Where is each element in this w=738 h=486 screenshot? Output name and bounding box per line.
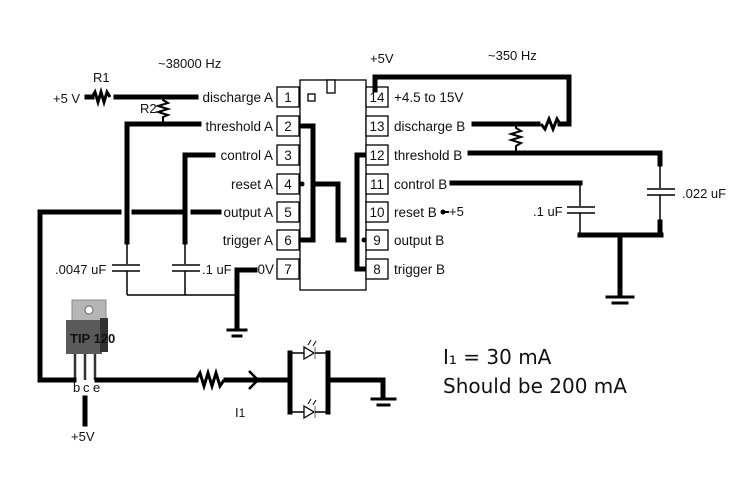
- pin-number: 10: [369, 205, 384, 220]
- pin-a-1: 1 discharge A: [202, 86, 300, 108]
- pin-number: 3: [284, 148, 292, 163]
- pin-number: 12: [369, 148, 384, 163]
- cap-control-b-label: .1 uF: [533, 204, 563, 219]
- pin-b-11: 11 control B: [365, 173, 447, 195]
- pin-number: 5: [284, 205, 292, 220]
- led-driver-wiring: +5V I1: [37, 339, 397, 444]
- timer-a-wiring: .0047 uF .1 uF: [37, 86, 367, 383]
- reset-b-supply-label: +5: [449, 204, 464, 219]
- current-label: I1: [235, 405, 246, 420]
- cap-timing-a-label: .0047 uF: [55, 262, 106, 277]
- pin-label: reset B: [394, 205, 437, 220]
- pin-number: 1: [284, 90, 292, 105]
- pin-label: control B: [394, 177, 447, 192]
- pin-label: discharge A: [202, 90, 273, 105]
- tip120-transistor: TIP 120 b c e: [66, 299, 115, 395]
- leg-e: e: [93, 380, 100, 395]
- pin-label: discharge B: [394, 119, 465, 134]
- pin-a-5: 5 output A: [223, 201, 300, 223]
- frequency-b-label: ~350 Hz: [488, 48, 537, 63]
- cap-control-a-label: .1 uF: [202, 262, 232, 277]
- pin-a-4: 4 reset A: [231, 173, 300, 195]
- pin-number: 11: [370, 177, 384, 192]
- r1-label: R1: [93, 70, 110, 85]
- transistor-part-label: TIP 120: [70, 331, 115, 346]
- ic-556: 1 discharge A 2 threshold A 3 control A 4 reset…: [202, 79, 465, 291]
- pin-number: 14: [369, 90, 385, 105]
- pin-number: 8: [373, 262, 381, 277]
- pin-label: control A: [220, 148, 273, 163]
- timer-b-wiring: +5 .022 uF .1 uF: [372, 74, 726, 305]
- pin-number: 7: [284, 262, 292, 277]
- leg-b: b: [73, 380, 80, 395]
- pin-label: 0V: [257, 262, 274, 277]
- pin-number: 9: [373, 233, 381, 248]
- pin-label: trigger B: [394, 262, 445, 277]
- pin-label: reset A: [231, 177, 273, 192]
- pin-b-9: 9 output B: [365, 229, 444, 251]
- collector-supply-label: +5V: [71, 429, 95, 444]
- cap-timing-b-label: .022 uF: [682, 186, 726, 201]
- pin-a-7: 7 0V: [257, 258, 300, 280]
- pin-b-13: 13 discharge B: [365, 115, 465, 137]
- pin-number: 6: [284, 233, 292, 248]
- pin-a-2: 2 threshold A: [205, 115, 300, 137]
- supply-a-label: +5 V: [53, 91, 80, 106]
- pin-a-3: 3 control A: [220, 144, 300, 166]
- pin-number: 2: [284, 119, 292, 134]
- led-icon: [290, 398, 328, 420]
- supply-b-label: +5V: [370, 51, 394, 66]
- expected-current-note: Should be 200 mA: [443, 374, 627, 398]
- pin-b-14: 14 +4.5 to 15V: [365, 86, 463, 108]
- frequency-a-label: ~38000 Hz: [158, 56, 221, 71]
- pin-label: output B: [394, 233, 444, 248]
- pin-b-8: 8 trigger B: [365, 258, 445, 280]
- pin-label: threshold B: [394, 148, 462, 163]
- leg-c: c: [83, 380, 90, 395]
- pin-a-6: 6 trigger A: [223, 229, 300, 251]
- pin-number: 4: [284, 177, 292, 192]
- pin-b-12: 12 threshold B: [365, 144, 462, 166]
- pin-label: +4.5 to 15V: [394, 90, 463, 105]
- led-icon: [290, 339, 328, 361]
- pin-label: output A: [223, 205, 273, 220]
- pin-b-10: 10 reset B: [365, 201, 437, 223]
- pin-number: 13: [369, 119, 384, 134]
- pin-label: trigger A: [223, 233, 273, 248]
- pin-label: threshold A: [205, 119, 273, 134]
- r2-label: R2: [140, 101, 157, 116]
- measured-current-note: I₁ = 30 mA: [443, 345, 552, 369]
